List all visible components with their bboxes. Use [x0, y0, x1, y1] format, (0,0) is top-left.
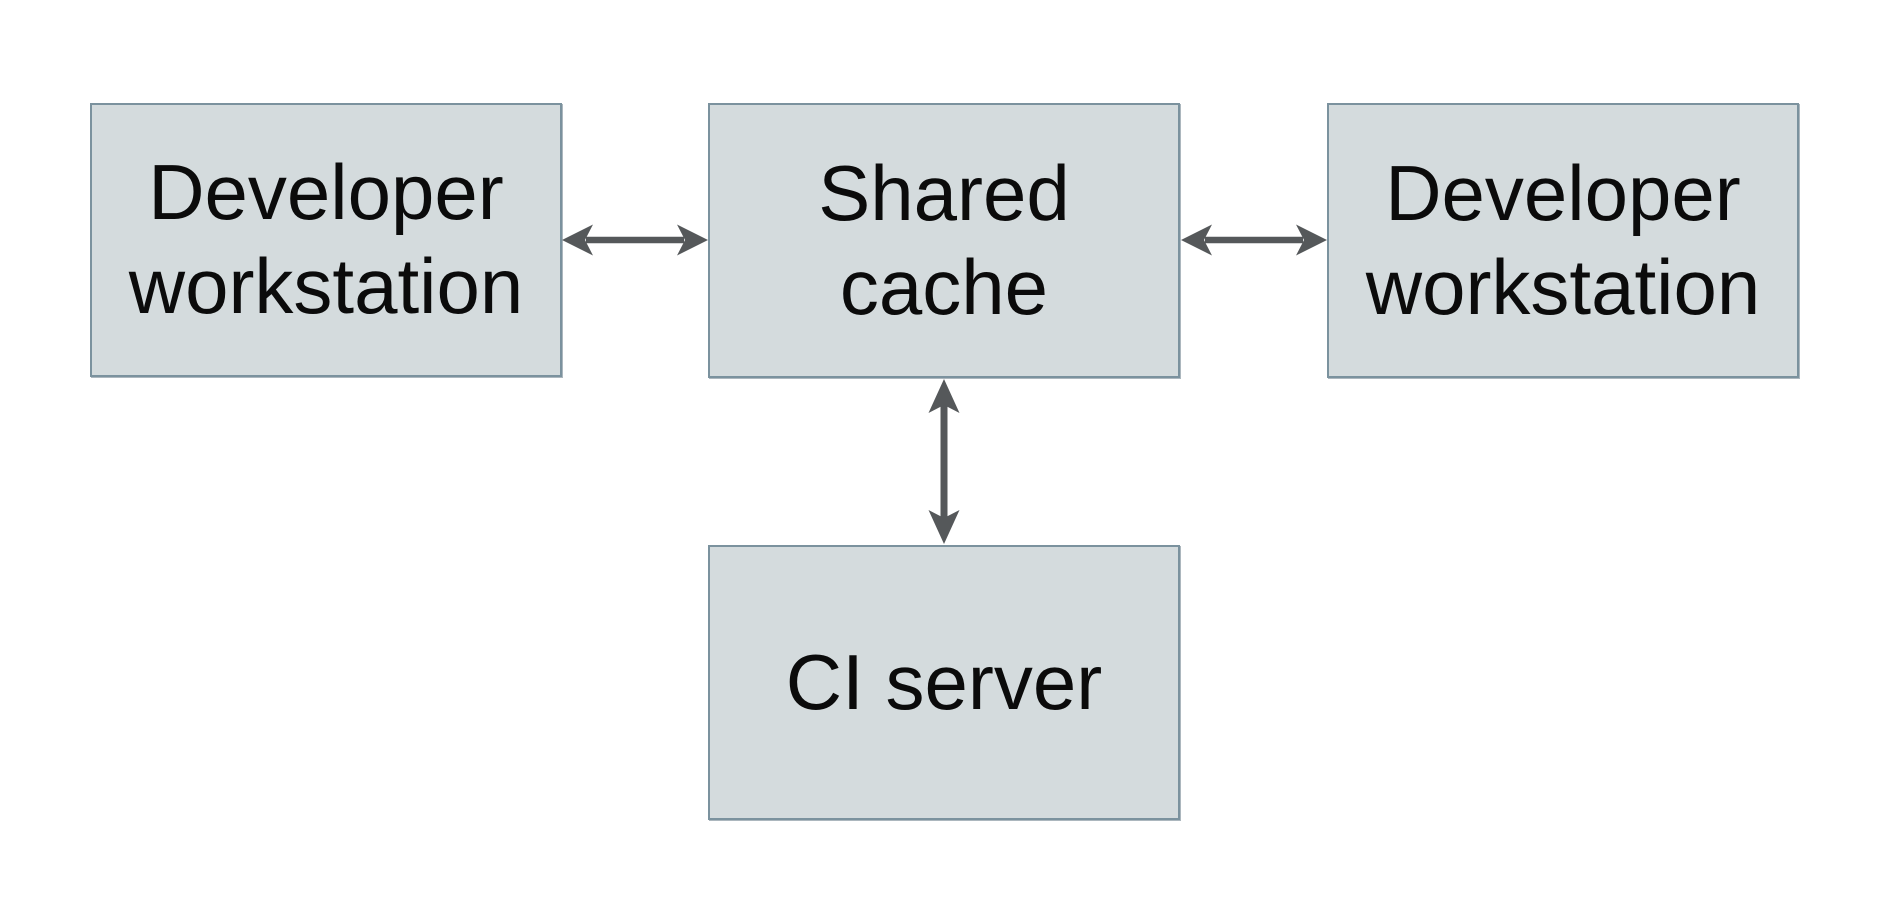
node-label-developer-workstation-right: Developer workstation: [1365, 148, 1761, 331]
arrow-cache-ci-server: [928, 379, 960, 544]
node-developer-workstation-left: Developer workstation: [90, 103, 562, 377]
arrow-workstation-left-cache: [562, 224, 708, 256]
node-label-shared-cache: Shared cache: [818, 148, 1070, 331]
arrow-cache-workstation-right: [1181, 224, 1327, 256]
node-ci-server: CI server: [708, 545, 1180, 820]
node-label-developer-workstation-left: Developer workstation: [128, 148, 524, 330]
arrowhead-down-icon: [928, 510, 960, 544]
arrowhead-up-icon: [928, 379, 960, 413]
node-developer-workstation-right: Developer workstation: [1327, 103, 1799, 378]
node-label-ci-server: CI server: [785, 637, 1103, 726]
arrowhead-left-icon: [1181, 224, 1212, 256]
arrowhead-right-icon: [1296, 224, 1327, 256]
arrowhead-right-icon: [677, 224, 708, 256]
node-shared-cache: Shared cache: [708, 103, 1180, 378]
arrowhead-left-icon: [562, 224, 593, 256]
